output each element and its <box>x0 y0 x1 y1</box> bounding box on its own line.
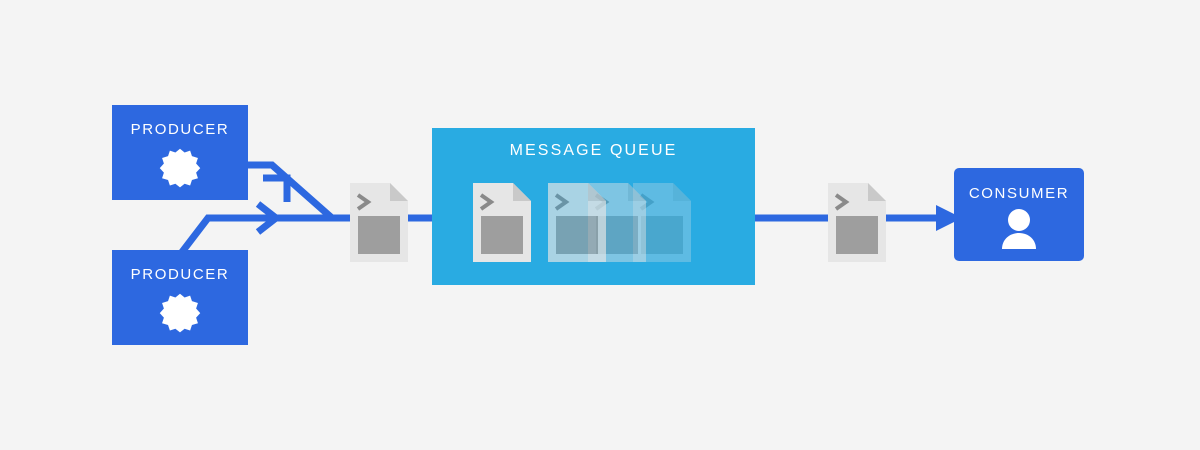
consumer-label: CONSUMER <box>968 185 1070 202</box>
queued-document-4 <box>633 183 691 262</box>
gear-icon <box>157 146 203 192</box>
consumer-box[interactable]: CONSUMER <box>954 168 1084 261</box>
producer-top-box[interactable]: PRODUCER <box>112 105 248 200</box>
producer-bottom-label: PRODUCER <box>130 266 230 283</box>
egress-document <box>828 183 886 262</box>
producer-top-label: PRODUCER <box>130 121 230 138</box>
user-icon <box>996 209 1042 249</box>
queued-document-2 <box>548 183 606 262</box>
arrowhead-to-consumer <box>936 205 962 231</box>
queued-document-1 <box>473 183 531 262</box>
connector-producer-top <box>240 161 335 221</box>
producer-bottom-box[interactable]: PRODUCER <box>112 250 248 345</box>
ingress-document <box>350 183 408 262</box>
message-queue-label: MESSAGE QUEUE <box>509 142 678 159</box>
gear-icon <box>157 291 203 337</box>
connector-producer-bottom <box>179 201 356 255</box>
